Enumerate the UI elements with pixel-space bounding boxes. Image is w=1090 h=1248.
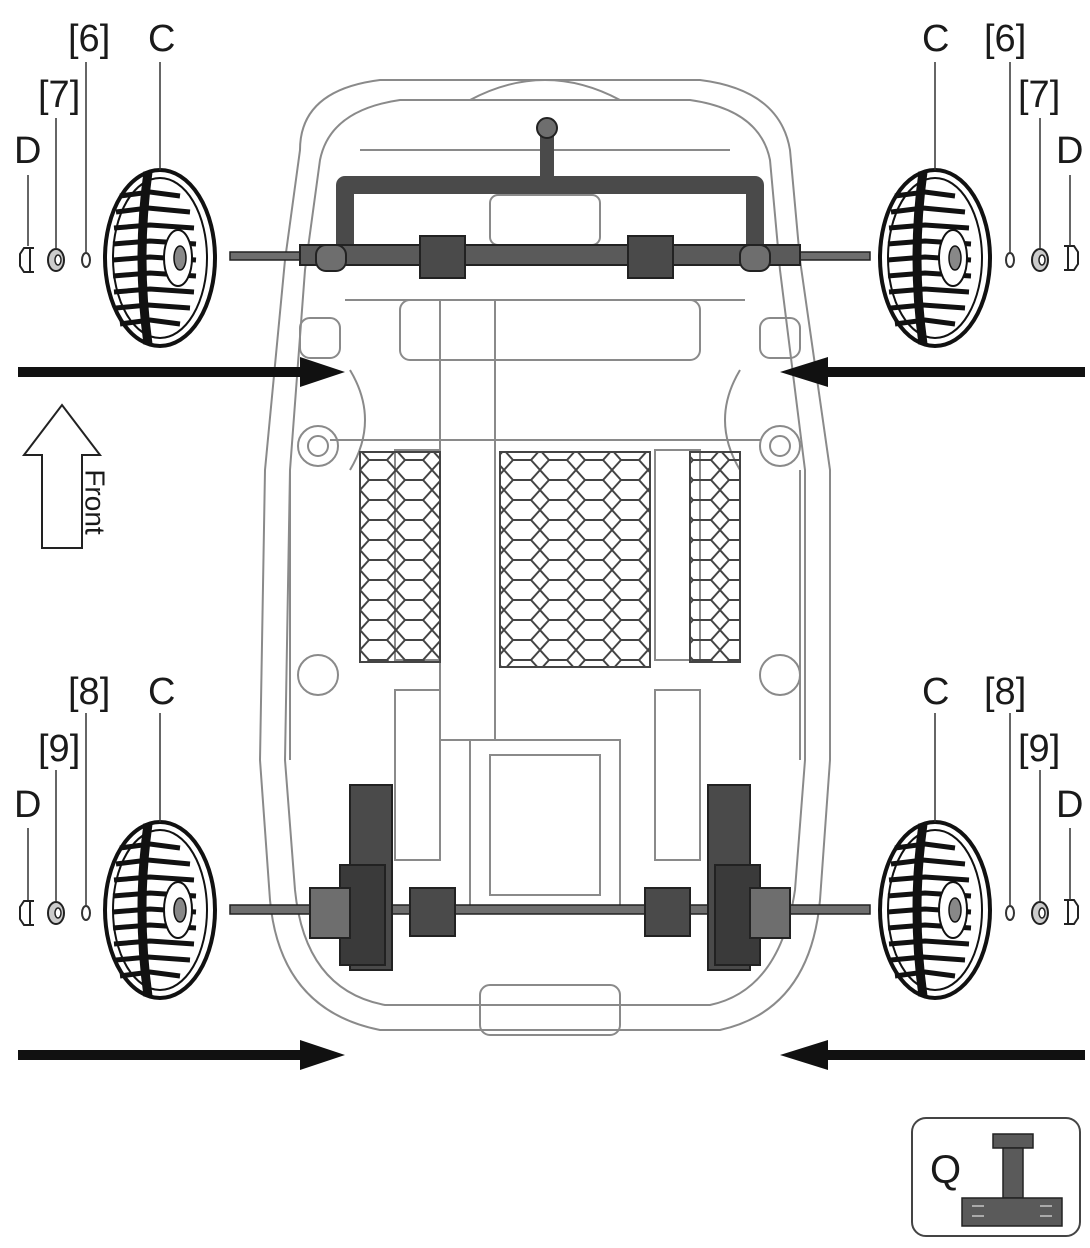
- nut-icon: [47, 901, 65, 925]
- label-part-9: [9]: [38, 728, 81, 770]
- label-wheel: C: [148, 671, 176, 713]
- label-part-7: [7]: [1018, 74, 1061, 116]
- label-cap: D: [1056, 130, 1084, 172]
- label-cap: D: [14, 130, 42, 172]
- label-part-6: [6]: [984, 18, 1027, 60]
- washer-icon: [81, 905, 91, 921]
- label-part-8: [8]: [984, 671, 1027, 713]
- washer-icon: [81, 252, 91, 268]
- install-arrows: [18, 357, 1085, 1070]
- hub-cap-icon: [1063, 899, 1079, 925]
- nut-icon: [47, 248, 65, 272]
- front-axle: [229, 117, 871, 279]
- hub-cap-icon: [1063, 245, 1079, 271]
- label-wheel: C: [148, 18, 176, 60]
- wheel-icon: [880, 170, 990, 346]
- label-cap: D: [14, 784, 42, 826]
- front-label: Front: [79, 469, 111, 535]
- label-cap: D: [1056, 784, 1084, 826]
- wheel-icon: [105, 170, 215, 346]
- wheel-icon: [880, 822, 990, 998]
- install-arrow-icon: [780, 1040, 1085, 1070]
- washer-icon: [1005, 252, 1015, 268]
- label-part-8: [8]: [68, 671, 111, 713]
- label-part-9: [9]: [1018, 728, 1061, 770]
- label-part-6: [6]: [68, 18, 111, 60]
- label-wheel: C: [922, 671, 950, 713]
- hex-grille: [359, 451, 741, 668]
- hub-cap-icon: [19, 900, 35, 926]
- tool-label: Q: [930, 1148, 962, 1192]
- leader-lines: [27, 62, 1071, 905]
- wrench-tool-icon: [961, 1133, 1063, 1227]
- rear-axle: [229, 784, 871, 971]
- label-wheel: C: [922, 18, 950, 60]
- install-arrow-icon: [780, 357, 1085, 387]
- nut-icon: [1031, 901, 1049, 925]
- hub-cap-icon: [19, 247, 35, 273]
- install-arrow-icon: [18, 357, 345, 387]
- label-part-7: [7]: [38, 74, 81, 116]
- tool-q-box: [911, 1117, 1081, 1237]
- wheel-icon: [105, 822, 215, 998]
- washer-icon: [1005, 905, 1015, 921]
- nut-icon: [1031, 248, 1049, 272]
- front-arrow-icon: [21, 403, 103, 549]
- install-arrow-icon: [18, 1040, 345, 1070]
